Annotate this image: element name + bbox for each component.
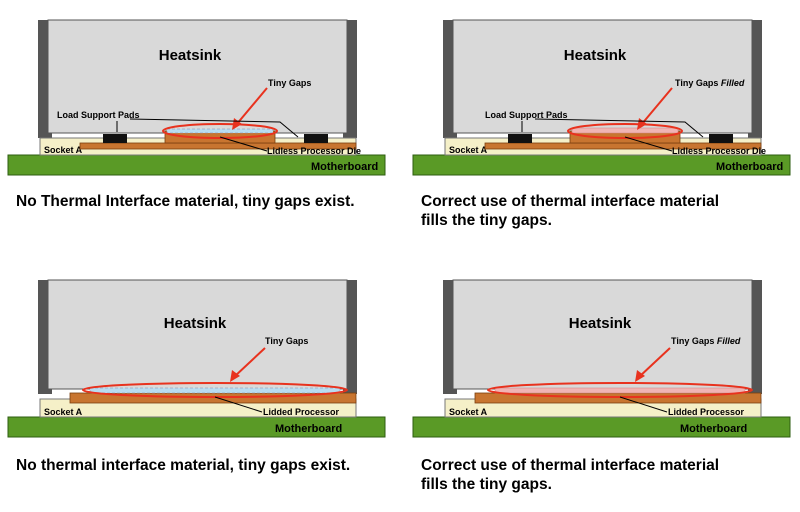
processor-label: Lidded Processor [668,407,745,417]
panel-lidless-no-tim: Heatsink Motherboard Socket A Tiny Gaps … [0,0,400,250]
diagram-lidless-with-tim: Heatsink Motherboard Socket A Tiny Gaps … [412,19,791,176]
load-support-pads-label: Load Support Pads [485,110,568,120]
socket-label: Socket A [44,145,83,155]
caption: No Thermal Interface material, tiny gaps… [16,192,386,211]
heatsink-label: Heatsink [564,47,627,64]
diagram-lidded-no-tim: Heatsink Motherboard Socket A Tiny Gaps … [7,279,386,438]
motherboard-label: Motherboard [275,423,342,435]
load-support-pad-right [709,134,733,143]
diagram-lidded-with-tim: Heatsink Motherboard Socket A Tiny Gaps … [412,279,791,438]
tiny-gaps-label: Tiny Gaps [268,78,311,88]
filled-gaps-area [494,387,746,394]
tiny-gaps-label: Tiny Gaps [265,336,308,346]
socket-label: Socket A [449,145,488,155]
gap-marker-ellipse [162,123,278,139]
tiny-gaps-text: Tiny Gaps [675,78,718,88]
processor-label: Lidded Processor [263,407,340,417]
load-support-pad-right [304,134,328,143]
tiny-gaps-area [166,128,274,134]
load-support-pads-label: Load Support Pads [57,110,140,120]
heatsink-label: Heatsink [164,315,227,332]
panel-lidless-with-tim: Heatsink Motherboard Socket A Tiny Gaps … [405,0,800,250]
tiny-gaps-filled-suffix: Filled [721,78,745,88]
gap-marker-arrowhead [635,370,645,382]
heatsink-label: Heatsink [159,47,222,64]
motherboard-label: Motherboard [716,161,783,173]
caption-line-1: No Thermal Interface material, tiny gaps… [16,193,355,210]
caption-line-1: No thermal interface material, tiny gaps… [16,457,351,474]
processor-leader [219,136,268,152]
caption-line-1: Correct use of thermal interface materia… [421,457,720,474]
motherboard-label: Motherboard [680,423,747,435]
load-support-pad-left [508,134,532,143]
heatsink-body [47,279,348,390]
caption-line-2: fills the tiny gaps. [421,212,552,229]
gap-marker-arrow [638,347,671,378]
tiny-gaps-label: Tiny Gaps Filled [671,336,741,346]
caption: No thermal interface material, tiny gaps… [16,456,386,475]
caption-line-1: Correct use of thermal interface materia… [421,193,720,210]
heatsink-label: Heatsink [569,315,632,332]
pads-leader-right [129,118,299,138]
filled-gaps-area [571,127,679,134]
tiny-gaps-area [89,387,341,394]
processor-label: Lidless Processor Die [672,146,766,156]
heatsink-body [452,19,753,134]
caption: Correct use of thermal interface materia… [421,456,791,494]
tiny-gaps-text: Tiny Gaps [671,336,714,346]
socket-label: Socket A [44,407,83,417]
caption: Correct use of thermal interface materia… [421,192,791,230]
tiny-gaps-filled-suffix: Filled [717,336,741,346]
processor-leader [624,136,673,152]
processor-leader [619,396,668,413]
panel-lidded-no-tim: Heatsink Motherboard Socket A Tiny Gaps … [0,262,400,512]
motherboard-label: Motherboard [311,161,378,173]
panel-lidded-with-tim: Heatsink Motherboard Socket A Tiny Gaps … [405,262,800,512]
gap-marker-ellipse [567,123,683,139]
socket-label: Socket A [449,407,488,417]
pads-leader-right [534,118,704,138]
gap-marker-arrow [235,87,268,126]
heatsink-body [452,279,753,390]
heatsink-body [47,19,348,134]
gap-marker-arrow [233,347,266,378]
processor-label: Lidless Processor Die [267,146,361,156]
diagram-lidless-no-tim: Heatsink Motherboard Socket A Tiny Gaps … [7,19,386,176]
caption-line-2: fills the tiny gaps. [421,476,552,493]
processor-leader [214,396,263,413]
tiny-gaps-label: Tiny Gaps Filled [675,78,745,88]
gap-marker-arrow [640,87,673,126]
gap-marker-arrowhead [230,370,240,382]
load-support-pad-left [103,134,127,143]
